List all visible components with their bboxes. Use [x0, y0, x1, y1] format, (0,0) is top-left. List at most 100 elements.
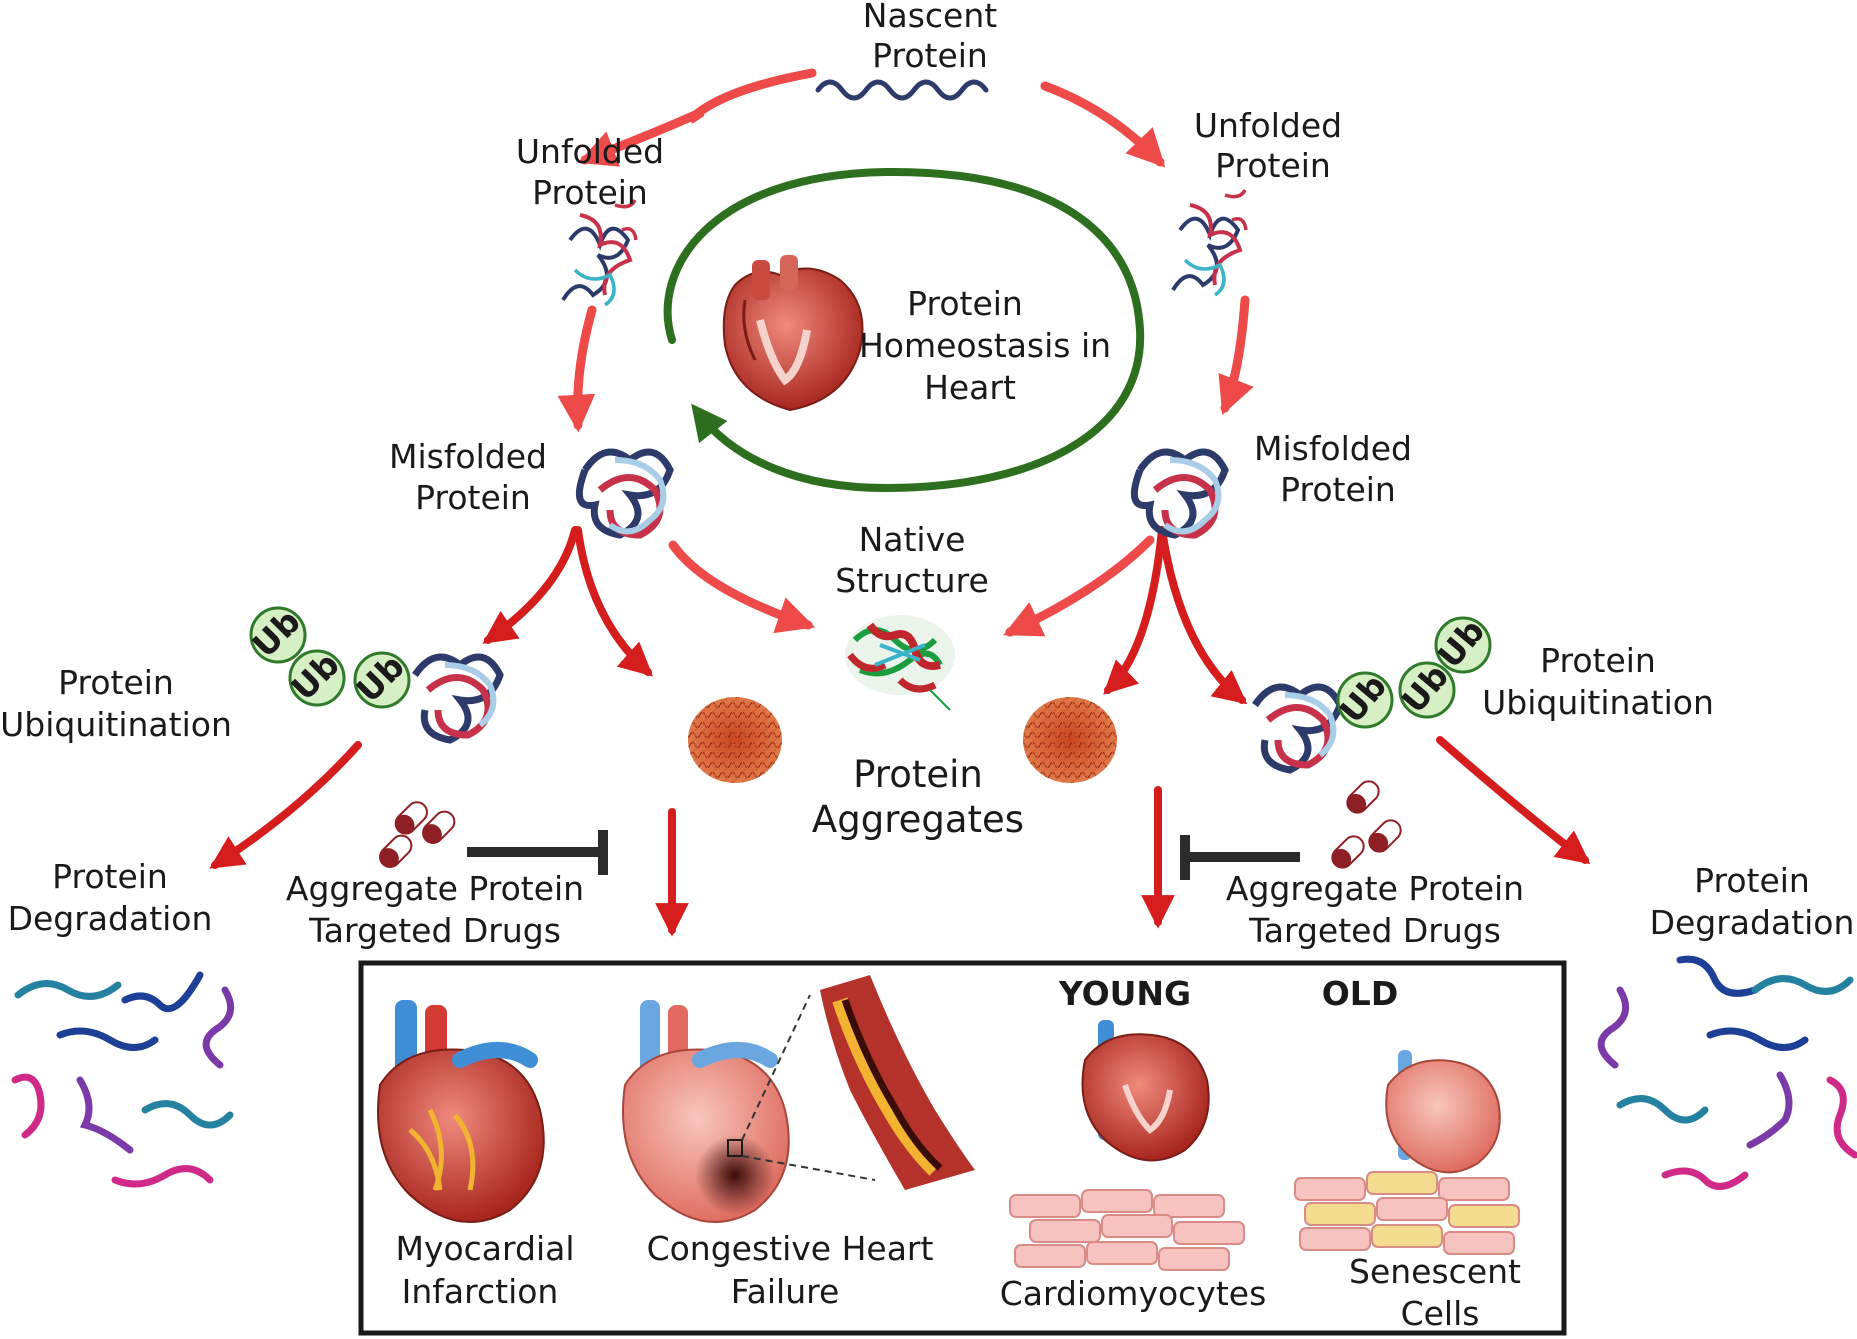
label-unfolded-protein-right: Unfolded Protein — [1194, 106, 1342, 185]
svg-text:Protein: Protein — [872, 36, 988, 75]
svg-text:Protein: Protein — [52, 857, 168, 896]
nascent-protein-icon — [815, 79, 989, 101]
senescent-cells-icon — [1294, 1171, 1520, 1255]
svg-text:OLD: OLD — [1322, 974, 1398, 1013]
svg-text:Cardiomyocytes: Cardiomyocytes — [1000, 1274, 1267, 1313]
ubiquitin-chain-left: Ub Ub Ub — [245, 602, 504, 744]
inhibitor-left — [467, 830, 608, 875]
degraded-peptides-right — [1597, 955, 1857, 1190]
svg-text:Infarction: Infarction — [402, 1272, 559, 1311]
label-nascent-protein: Nascent Protein — [863, 0, 997, 75]
svg-text:Ub: Ub — [349, 647, 412, 710]
unfolded-protein-icon-right — [1171, 189, 1248, 297]
arrow-misfolded-left-to-aggregates — [574, 526, 654, 677]
protein-aggregate-icon-right — [1023, 697, 1117, 783]
drug-capsules-icon-left — [379, 801, 456, 868]
label-native-structure: Native Structure — [835, 520, 989, 600]
label-degradation-right: Protein Degradation — [1650, 861, 1855, 942]
arrow-ubiquitination-left-to-degradation — [209, 741, 362, 869]
heart-icon-old — [1385, 1050, 1501, 1174]
svg-text:Targeted Drugs: Targeted Drugs — [308, 911, 561, 950]
svg-text:Protein: Protein — [1280, 470, 1396, 509]
ub-tag-4: Ub — [1332, 667, 1394, 731]
label-young: YOUNG — [1058, 974, 1191, 1013]
arrow-misfolded-right-to-ubiquitination — [1158, 526, 1248, 705]
ub-tag-1: Ub — [245, 602, 308, 665]
svg-text:Protein: Protein — [415, 478, 531, 517]
label-misfolded-protein-left: Misfolded Protein — [389, 437, 547, 517]
svg-text:Cells: Cells — [1401, 1294, 1480, 1333]
svg-text:Native: Native — [859, 520, 966, 559]
svg-text:Protein: Protein — [1540, 641, 1656, 680]
svg-text:Protein: Protein — [532, 173, 648, 212]
disease-outcome-box — [358, 960, 1567, 1336]
arrow-misfolded-right-to-aggregates — [1103, 526, 1166, 695]
unfolded-protein-icon-left — [561, 199, 638, 307]
svg-text:Protein: Protein — [853, 753, 983, 796]
svg-text:Ub: Ub — [1332, 667, 1394, 731]
label-protein-aggregates: Protein Aggregates — [812, 753, 1024, 841]
svg-text:Heart: Heart — [924, 368, 1016, 407]
ub-tag-3: Ub — [349, 647, 412, 710]
heart-icon-myocardial-infarction — [377, 1000, 545, 1223]
arrow-nascent-to-unfolded-left — [577, 68, 817, 167]
label-myocardial-infarction: Myocardial Infarction — [395, 1229, 574, 1311]
svg-text:Aggregate Protein: Aggregate Protein — [1226, 869, 1524, 908]
arrow-nascent-to-unfolded-right — [1040, 81, 1166, 168]
label-ubiquitination-left: Protein Ubiquitination — [0, 663, 232, 744]
svg-text:Protein: Protein — [1694, 861, 1810, 900]
degraded-peptides-left — [11, 971, 235, 1188]
svg-text:Structure: Structure — [835, 561, 989, 600]
inhibitor-right — [1180, 835, 1300, 880]
misfolded-protein-icon-right — [1130, 448, 1229, 539]
svg-text:Misfolded: Misfolded — [1254, 429, 1412, 468]
label-degradation-left: Protein Degradation — [8, 857, 213, 938]
native-structure-icon — [845, 615, 955, 711]
svg-text:Myocardial: Myocardial — [395, 1229, 574, 1268]
label-ubiquitination-right: Protein Ubiquitination — [1482, 641, 1714, 722]
heart-icon-center — [722, 255, 864, 412]
svg-text:Ub: Ub — [245, 602, 308, 665]
label-misfolded-protein-right: Misfolded Protein — [1254, 429, 1412, 509]
svg-text:Homeostasis in: Homeostasis in — [859, 326, 1111, 365]
arrow-misfolded-left-to-ubiquitination — [482, 526, 579, 644]
svg-text:Protein: Protein — [1215, 146, 1331, 185]
artery-plaque-icon — [820, 975, 975, 1190]
heart-icon-young — [1081, 1020, 1210, 1162]
svg-text:Protein: Protein — [907, 284, 1023, 323]
label-old: OLD — [1322, 974, 1398, 1013]
cardiomyocytes-icon — [1009, 1189, 1245, 1271]
label-senescent-cells: Senescent Cells — [1349, 1252, 1521, 1333]
svg-text:Degradation: Degradation — [8, 899, 213, 938]
svg-text:Aggregates: Aggregates — [812, 798, 1024, 841]
svg-text:Protein: Protein — [58, 663, 174, 702]
svg-text:Failure: Failure — [731, 1272, 840, 1311]
svg-text:Aggregate Protein: Aggregate Protein — [286, 869, 584, 908]
ubiquitinated-protein-right — [1252, 683, 1344, 774]
label-cardiomyocytes: Cardiomyocytes — [1000, 1274, 1267, 1313]
label-drugs-left: Aggregate Protein Targeted Drugs — [286, 869, 584, 950]
svg-text:Targeted Drugs: Targeted Drugs — [1248, 911, 1501, 950]
protein-aggregate-icon-left — [688, 697, 782, 783]
arrow-misfolded-right-to-native — [1003, 535, 1155, 637]
svg-text:YOUNG: YOUNG — [1058, 974, 1191, 1013]
label-drugs-right: Aggregate Protein Targeted Drugs — [1226, 869, 1524, 950]
heart-icon-congestive-heart-failure — [622, 994, 876, 1223]
drug-capsules-icon-right — [1331, 780, 1402, 869]
svg-text:Nascent: Nascent — [863, 0, 997, 35]
svg-text:Unfolded: Unfolded — [516, 132, 664, 171]
svg-text:Unfolded: Unfolded — [1194, 106, 1342, 145]
ubiquitin-chain-right: Ub Ub Ub — [1252, 612, 1492, 774]
label-unfolded-protein-left: Unfolded Protein — [516, 132, 664, 212]
homeostasis-cycle-arrow — [663, 167, 1145, 493]
svg-text:Senescent: Senescent — [1349, 1252, 1521, 1291]
arrow-unfolded-to-misfolded-right — [1218, 295, 1254, 416]
label-homeostasis: Protein Homeostasis in Heart — [859, 284, 1111, 407]
svg-text:Ubiquitination: Ubiquitination — [0, 705, 232, 744]
svg-text:Misfolded: Misfolded — [389, 437, 547, 476]
label-congestive-heart-failure: Congestive Heart Failure — [647, 1229, 934, 1311]
arrow-misfolded-left-to-native — [668, 540, 816, 634]
svg-text:Degradation: Degradation — [1650, 903, 1855, 942]
